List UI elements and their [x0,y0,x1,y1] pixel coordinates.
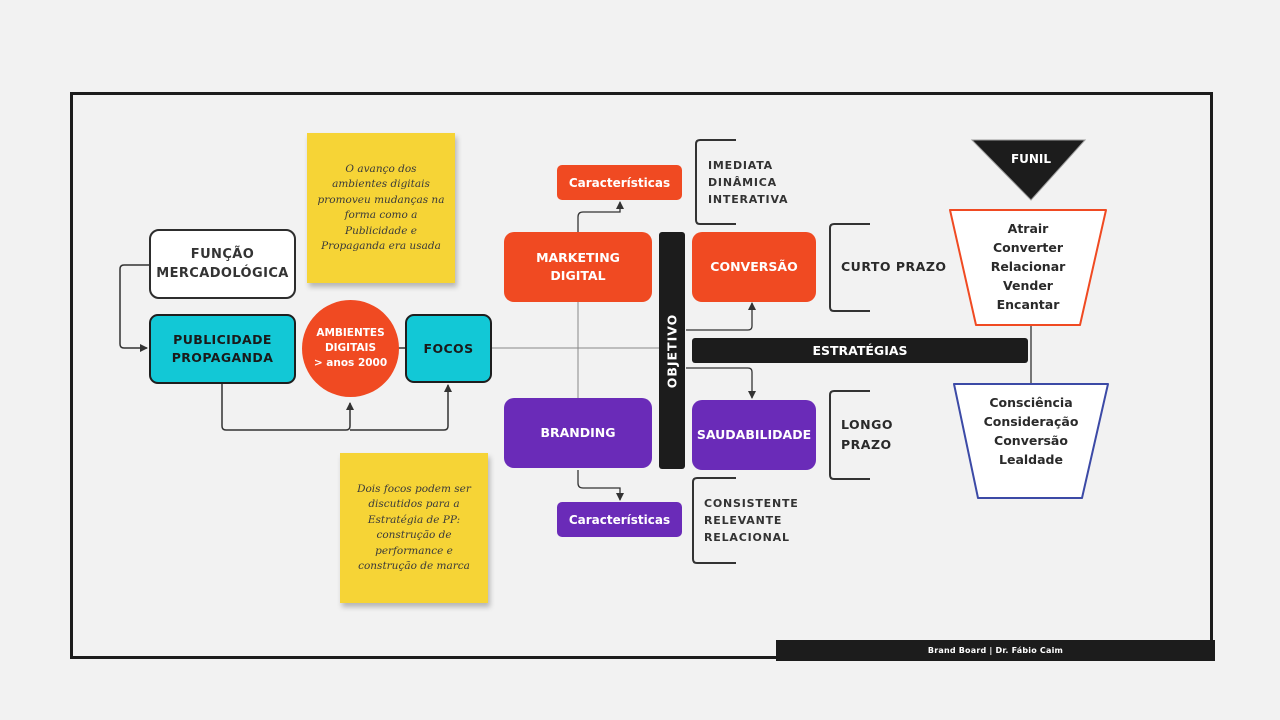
funcao-mercadologica-box: FUNÇÃO MERCADOLÓGICA [149,229,296,299]
curto-prazo-label: CURTO PRAZO [841,257,947,277]
funnel-top-stages: Atrair Converter Relacionar Vender Encan… [968,219,1088,314]
sticky-note-bottom: Dois focos podem ser discutidos para a E… [340,453,488,603]
funnel-bottom-shape [953,383,1109,499]
caracteristicas-top-label: Características [568,175,671,190]
sticky-note-top-text: O avanço dos ambientes digitais promoveu… [317,162,445,253]
objetivo-label: OBJETIVO [664,313,680,389]
funil-triangle-shape [970,139,1087,201]
longo-prazo-line-1: LONGO [841,417,893,432]
estrategias-label: ESTRATÉGIAS [812,343,908,358]
longo-prazo-label: LONGO PRAZO [841,415,893,455]
footer-credit-bar: Brand Board | Dr. Fábio Caim [776,640,1215,661]
ambientes-line-2: DIGITAIS [324,342,377,354]
branding-traits-list: CONSISTENTE RELEVANTE RELACIONAL [704,495,799,546]
conversao-label: CONVERSÃO [710,259,798,274]
branding-trait-1: CONSISTENTE [704,497,799,510]
curto-prazo-text: CURTO PRAZO [841,259,947,274]
branding-label: BRANDING [540,425,616,440]
marketing-line-1: MARKETING [536,250,620,265]
branding-trait-3: RELACIONAL [704,531,790,544]
sticky-note-bottom-text: Dois focos podem ser discutidos para a E… [357,482,471,573]
funnel-top-stage-2: Converter [992,240,1064,255]
focos-label: FOCOS [423,340,474,356]
caracteristicas-bottom-box: Características [557,502,682,537]
footer-credit-text: Brand Board | Dr. Fábio Caim [927,646,1064,655]
funcao-line-2: MERCADOLÓGICA [156,266,289,281]
estrategias-bar: ESTRATÉGIAS [692,338,1028,363]
funil-text: FUNIL [1010,152,1052,166]
conversao-box: CONVERSÃO [692,232,816,302]
funnel-bottom-stage-1: Consciência [989,395,1073,410]
marketing-traits-list: IMEDIATA DINÂMICA INTERATIVA [708,157,788,208]
ambientes-digitais-circle: AMBIENTES DIGITAIS > anos 2000 [302,300,399,397]
sticky-note-top: O avanço dos ambientes digitais promoveu… [307,133,455,283]
marketing-trait-2: DINÂMICA [708,176,777,189]
funnel-top-stage-1: Atrair [1007,221,1049,236]
saudabilidade-box: SAUDABILIDADE [692,400,816,470]
marketing-trait-3: INTERATIVA [708,193,789,206]
funnel-bottom-stage-3: Conversão [994,433,1068,448]
focos-box: FOCOS [405,314,492,383]
funnel-bottom-stage-2: Consideração [983,414,1079,429]
funcao-line-1: FUNÇÃO [190,247,255,262]
marketing-digital-box: MARKETING DIGITAL [504,232,652,302]
branding-trait-2: RELEVANTE [704,514,783,527]
funnel-top-stage-3: Relacionar [990,259,1066,274]
funnel-top-stage-4: Vender [1003,278,1053,293]
ambientes-line-1: AMBIENTES [316,327,385,339]
caracteristicas-bottom-label: Características [568,512,671,527]
funil-label: FUNIL [991,150,1071,169]
funnel-top-shape [949,209,1107,326]
publicidade-line-2: PROPAGANDA [171,350,274,365]
ambientes-line-3: > anos 2000 [313,357,388,369]
publicidade-propaganda-box: PUBLICIDADE PROPAGANDA [149,314,296,384]
marketing-trait-1: IMEDIATA [708,159,773,172]
marketing-line-2: DIGITAL [550,268,606,283]
longo-prazo-line-2: PRAZO [841,437,892,452]
saudabilidade-label: SAUDABILIDADE [696,427,812,442]
caracteristicas-top-box: Características [557,165,682,200]
objetivo-bar [659,232,685,469]
funnel-top-stage-5: Encantar [996,297,1060,312]
funnel-bottom-stages: Consciência Consideração Conversão Leald… [971,393,1091,469]
branding-box: BRANDING [504,398,652,468]
funnel-bottom-stage-4: Lealdade [999,452,1063,467]
publicidade-line-1: PUBLICIDADE [173,332,272,347]
